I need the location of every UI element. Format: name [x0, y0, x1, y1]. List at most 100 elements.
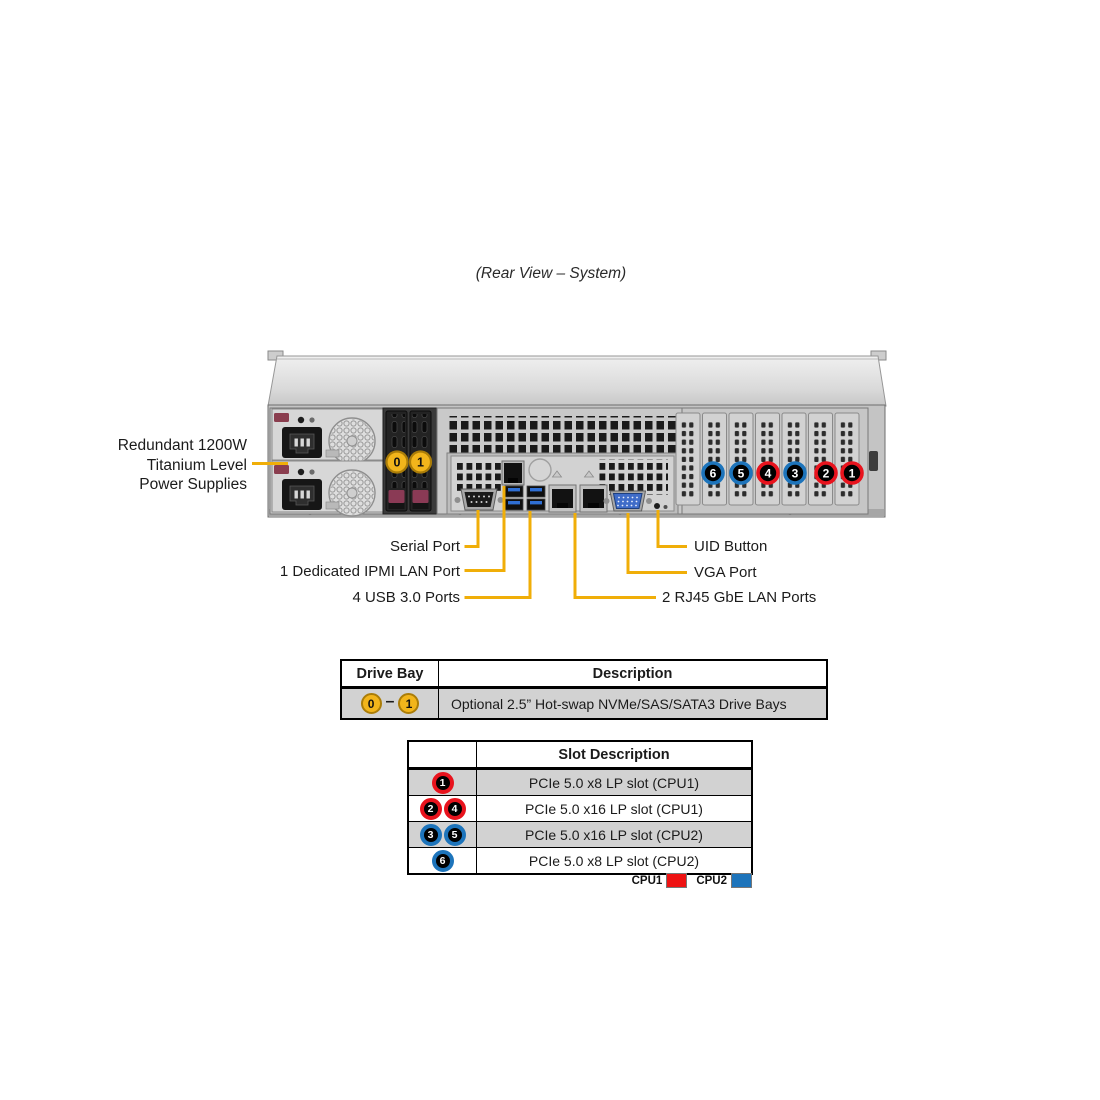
drive-bay-badge-0: 0 [385, 450, 409, 474]
slot-table-corner-cell [407, 740, 477, 770]
cpu-legend: CPU1 CPU2 [632, 873, 752, 888]
svg-text:0: 0 [394, 456, 401, 470]
uid-button [654, 503, 668, 509]
callout-lan-ports: 2 RJ45 GbE LAN Ports [662, 589, 817, 606]
pcie-badge-1: 1 [840, 461, 864, 485]
svg-text:3: 3 [792, 467, 799, 481]
lan-port-1 [548, 484, 577, 513]
pcie-slot-cover [675, 412, 701, 506]
ipmi-lan-port [501, 460, 525, 486]
drive-bays: 0 1 [382, 407, 438, 515]
slot-table-row-1: 1 PCIe 5.0 x8 LP slot (CPU1) [407, 768, 753, 796]
legend-item-cpu2: CPU2 [696, 873, 752, 888]
drive-bay-table: Drive Bay Description 0–1 Optional 2.5” … [340, 659, 828, 720]
slot-badge-2: 2 [419, 797, 442, 820]
callout-line-vga [626, 513, 687, 574]
lan-port-2 [579, 484, 608, 513]
pcie-badge-2: 2 [814, 461, 838, 485]
io-vent-left [456, 461, 502, 493]
slot-badge-cell: 6 [407, 847, 477, 875]
slot-badge-4: 4 [443, 797, 466, 820]
drive-bay-range-cell: 0–1 [340, 687, 439, 720]
legend-label-cpu1: CPU1 [631, 874, 663, 887]
description-header: Description [438, 659, 828, 689]
svg-text:6: 6 [710, 467, 717, 481]
slot-description-table: Slot Description 1 PCIe 5.0 x8 LP slot (… [407, 740, 753, 875]
drive-bay-header: Drive Bay [340, 659, 439, 689]
rear-latch [869, 451, 878, 471]
pcie-badge-5: 5 [729, 461, 753, 485]
callout-lines [252, 462, 687, 599]
callout-line-uid [656, 510, 687, 548]
svg-text:5: 5 [738, 467, 745, 481]
psu-led [297, 416, 305, 424]
port-plug [528, 458, 552, 482]
slot-badge-cell: 1 [407, 768, 477, 796]
callout-serial-port: Serial Port [389, 538, 460, 555]
callout-line-serial [464, 510, 480, 548]
usb-port [526, 498, 546, 511]
slot-badge-1: 1 [431, 771, 454, 794]
psu-led [309, 417, 315, 423]
callout-vga-port: VGA Port [694, 564, 757, 581]
svg-text:4: 4 [765, 467, 772, 481]
slot-description-cell: PCIe 5.0 x8 LP slot (CPU2) [476, 847, 753, 875]
callout-line-usb [464, 511, 532, 599]
slot-description-cell: PCIe 5.0 x16 LP slot (CPU1) [476, 795, 753, 822]
drive-bay-badge-1: 1 [408, 450, 433, 474]
drive-bay-table-row: 0–1 Optional 2.5” Hot-swap NVMe/SAS/SATA… [340, 687, 828, 720]
callout-uid-button: UID Button [694, 538, 768, 555]
psu-latch [274, 413, 289, 422]
slot-badge-5: 5 [443, 823, 466, 846]
callout-usb-ports: 4 USB 3.0 Ports [352, 589, 460, 606]
psu-callout-label: Redundant 1200W Titanium Level Power Sup… [118, 436, 247, 495]
psu-label-line-1: Redundant 1200W [117, 437, 247, 454]
legend-label-cpu2: CPU2 [696, 874, 727, 887]
usb-port [504, 498, 524, 511]
svg-text:1: 1 [417, 456, 424, 470]
serial-port [454, 488, 504, 511]
usb3-ports [504, 485, 546, 511]
legend-item-cpu1: CPU1 [632, 873, 688, 888]
io-section [436, 407, 683, 515]
bay-range-dash: – [385, 692, 395, 710]
io-vent-right [597, 459, 668, 495]
psu-label-line-3: Power Supplies [139, 476, 247, 493]
slot-description-cell: PCIe 5.0 x8 LP slot (CPU1) [476, 768, 753, 796]
drive-bay-table-header-row: Drive Bay Description [340, 659, 828, 689]
tray-latch [412, 490, 429, 503]
tray-latch [388, 490, 405, 503]
psu-unit-bottom [271, 460, 384, 517]
pcie-badge-3: 3 [783, 461, 807, 485]
drive-bay-description-cell: Optional 2.5” Hot-swap NVMe/SAS/SATA3 Dr… [438, 687, 828, 720]
figure-title: (Rear View – System) [475, 265, 627, 282]
psu-unit-top [271, 408, 384, 465]
svg-text:2: 2 [823, 467, 830, 481]
vent-grid [446, 416, 676, 454]
vga-port [603, 490, 652, 512]
legend-swatch-cpu2 [731, 873, 752, 888]
psu-label-line-2: Titanium Level [146, 456, 247, 474]
usb-port [526, 485, 546, 498]
slot-description-cell: PCIe 5.0 x16 LP slot (CPU2) [476, 821, 753, 848]
power-supply-bay [269, 407, 384, 517]
chassis-lid [267, 355, 887, 407]
slot-table-row-4: 6 PCIe 5.0 x8 LP slot (CPU2) [407, 847, 753, 875]
slot-description-header: Slot Description [476, 740, 753, 770]
pcie-badge-4: 4 [756, 461, 780, 485]
callout-line-lan [573, 513, 656, 599]
slot-table-header-row: Slot Description [407, 740, 753, 770]
gbe-lan-ports [548, 470, 608, 513]
callout-line-ipmi [464, 486, 506, 572]
pcie-badge-6: 6 [701, 461, 725, 485]
bay-badge-1: 1 [398, 693, 420, 714]
legend-swatch-cpu1 [666, 873, 688, 888]
callout-ipmi-lan-port: 1 Dedicated IPMI LAN Port [279, 563, 460, 580]
usb-port [504, 485, 524, 498]
slot-badge-6: 6 [431, 849, 454, 872]
slot-badge-3: 3 [419, 823, 442, 846]
